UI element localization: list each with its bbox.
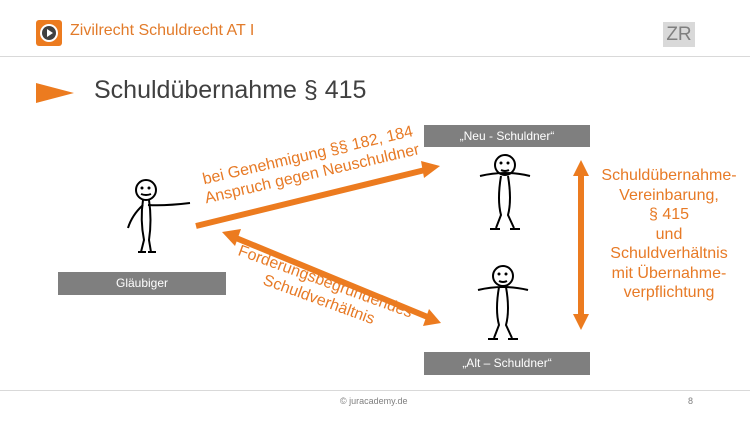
- slide-title: Schuldübernahme § 415: [94, 76, 367, 104]
- agreement-text-line: verpflichtung: [623, 284, 715, 301]
- agreement-text-line: mit Übernahme-: [611, 264, 727, 282]
- agreement-text-line: Schuldübernahme-: [601, 167, 737, 184]
- play-logo-icon: [36, 20, 62, 46]
- subject-badge: ZR: [663, 22, 695, 47]
- vertical-double-arrow: [573, 160, 589, 330]
- header-divider: [0, 56, 750, 57]
- agreement-text-line: und: [655, 225, 683, 243]
- agreement-text: Schuldübernahme- Vereinbarung, § 415 und…: [590, 166, 748, 303]
- footer-divider: [0, 390, 750, 391]
- lower-arrow: [222, 229, 441, 326]
- glaeubiger-figure: [127, 179, 191, 253]
- agreement-text-line: § 415: [648, 206, 690, 223]
- section-arrow-icon: [36, 83, 74, 103]
- footer-copyright: © juracademy.de: [340, 396, 408, 406]
- upper-arrow: [195, 161, 440, 229]
- course-title: Zivilrecht Schuldrecht AT I: [70, 22, 255, 39]
- header: Zivilrecht Schuldrecht AT I ZR: [0, 0, 750, 56]
- neu-schuldner-figure: [479, 154, 531, 230]
- alt-schuldner-label: „Alt – Schuldner“: [424, 352, 590, 375]
- glaeubiger-label: Gläubiger: [58, 272, 226, 295]
- page-number: 8: [688, 396, 694, 406]
- agreement-text-line: Schuldverhältnis: [610, 245, 728, 262]
- agreement-text-line: Vereinbarung,: [619, 186, 719, 204]
- neu-schuldner-label: „Neu - Schuldner“: [424, 125, 590, 147]
- alt-schuldner-figure: [477, 265, 529, 340]
